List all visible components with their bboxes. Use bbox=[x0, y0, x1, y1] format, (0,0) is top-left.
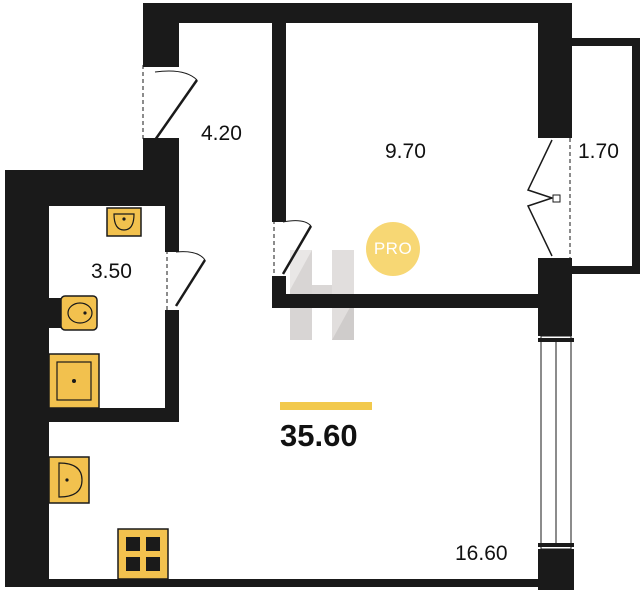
kitchen-sink-icon bbox=[48, 456, 90, 504]
bedroom-area-label: 9.70 bbox=[385, 140, 426, 163]
sink-icon bbox=[106, 207, 142, 237]
living-area-label: 16.60 bbox=[455, 542, 508, 565]
total-area-accent-bar bbox=[280, 402, 372, 410]
balcony-outline bbox=[572, 38, 640, 274]
stove-icon bbox=[117, 528, 169, 580]
window bbox=[538, 335, 574, 550]
bathroom-area-label: 3.50 bbox=[91, 260, 132, 283]
balcony-area-label: 1.70 bbox=[578, 140, 619, 163]
walls bbox=[5, 3, 574, 590]
balcony-door bbox=[526, 134, 572, 262]
pro-badge-label: PRO bbox=[373, 239, 413, 258]
bathroom-door bbox=[165, 248, 207, 314]
pro-badge: PRO bbox=[366, 222, 420, 276]
entrance-door bbox=[142, 63, 199, 142]
bedroom-door bbox=[272, 218, 313, 280]
toilet-icon bbox=[49, 295, 98, 331]
hall-area-label: 4.20 bbox=[201, 122, 242, 145]
shower-tray-icon bbox=[48, 353, 100, 409]
total-area-value: 35.60 bbox=[280, 418, 358, 453]
